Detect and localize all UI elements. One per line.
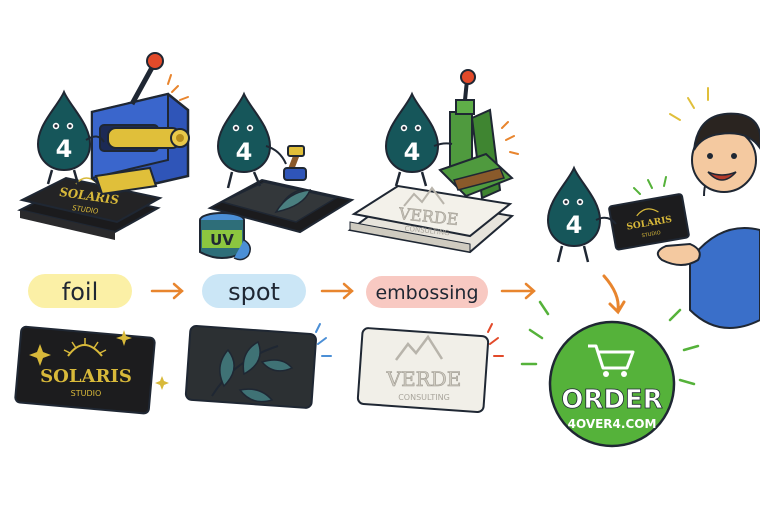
step-labels-row: foil spot embossing [28,274,536,308]
mascot-number-spot: 4 [236,138,253,166]
embossing-scene: VERDE CONSULTING 4 [347,69,519,254]
foil-label: foil [62,278,98,306]
arrow-spot-embossing [320,282,354,300]
solaris-card-name: SOLARIS [40,366,132,387]
foil-press-scene: SOLARIS STUDIO 4 [17,52,190,240]
spot-uv-scene: UV 4 [199,93,355,261]
order-label: ORDER [561,385,663,415]
mascot-number-order: 4 [566,211,583,239]
embossing-pill [366,276,488,308]
verde-card-sample: VERDE CONSULTING [356,323,504,413]
handoff-scene: SOLARIS STUDIO 4 [547,87,760,329]
mascot-number-embossing: 4 [404,138,421,166]
solaris-card-sub: STUDIO [71,389,102,398]
spot-pill [202,274,306,308]
handoff-card-sub: STUDIO [641,230,661,239]
solaris-stack-sub: STUDIO [71,203,100,216]
embossing-label: embossing [375,282,478,304]
verde-card-sub: CONSULTING [398,393,450,402]
spot-uv-card-sample [184,323,332,409]
mascot-number-foil: 4 [56,135,73,163]
spot-label: spot [228,278,280,306]
shopping-cart-icon [588,344,635,377]
foil-pill [28,274,132,308]
verde-card-name: VERDE [386,367,462,391]
order-badge[interactable]: ORDER 4OVER4.COM [520,300,700,448]
uv-can-label: UV [210,231,234,249]
order-url: 4OVER4.COM [568,417,657,431]
arrow-embossing-order [500,282,536,300]
solaris-card-sample: SOLARIS STUDIO [14,325,169,415]
arrow-foil-spot [150,282,184,300]
